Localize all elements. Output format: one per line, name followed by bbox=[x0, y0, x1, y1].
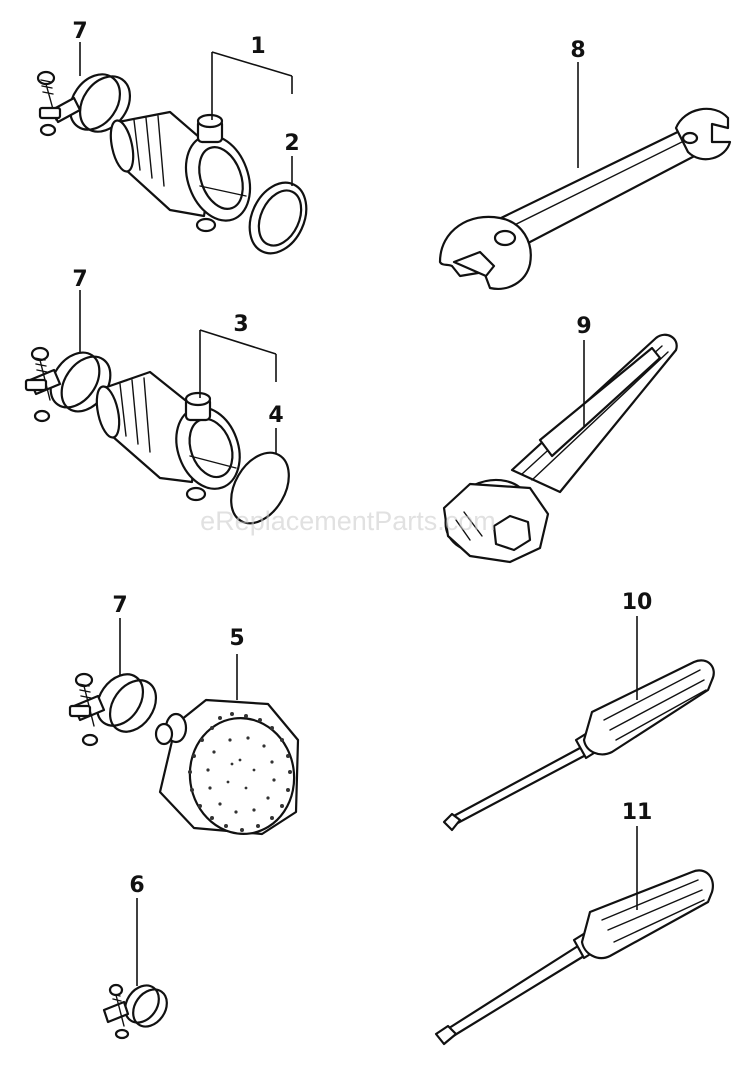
open-end-wrench-8 bbox=[438, 107, 732, 290]
flat-screwdriver-11 bbox=[434, 869, 714, 1046]
part-label-7-middle: 7 bbox=[72, 267, 87, 292]
part-label-9: 9 bbox=[576, 314, 591, 339]
gasket-2 bbox=[248, 181, 308, 255]
hose-clamp-top bbox=[36, 70, 132, 137]
strainer-5 bbox=[154, 698, 300, 836]
hose-clamp-lower bbox=[68, 672, 158, 747]
part-label-1: 1 bbox=[250, 34, 265, 59]
leader-1 bbox=[211, 51, 293, 120]
part-label-11: 11 bbox=[622, 800, 653, 825]
part-label-7-lower: 7 bbox=[112, 593, 127, 618]
small-hose-clamp-6 bbox=[102, 983, 168, 1040]
part-label-5: 5 bbox=[229, 626, 244, 651]
phillips-screwdriver-10 bbox=[442, 659, 715, 832]
socket-wrench-9 bbox=[442, 333, 678, 564]
part-label-4: 4 bbox=[268, 403, 283, 428]
o-ring-4 bbox=[230, 451, 290, 525]
hose-fitting-3 bbox=[95, 370, 241, 502]
part-label-2: 2 bbox=[284, 131, 299, 156]
part-label-6: 6 bbox=[129, 873, 144, 898]
leader-3 bbox=[199, 329, 277, 398]
part-label-3: 3 bbox=[233, 312, 248, 337]
part-label-10: 10 bbox=[622, 590, 653, 615]
part-label-7-top: 7 bbox=[72, 19, 87, 44]
part-label-8: 8 bbox=[570, 38, 585, 63]
watermark: eReplacementParts.com bbox=[200, 506, 496, 536]
hose-fitting-1 bbox=[109, 110, 252, 233]
